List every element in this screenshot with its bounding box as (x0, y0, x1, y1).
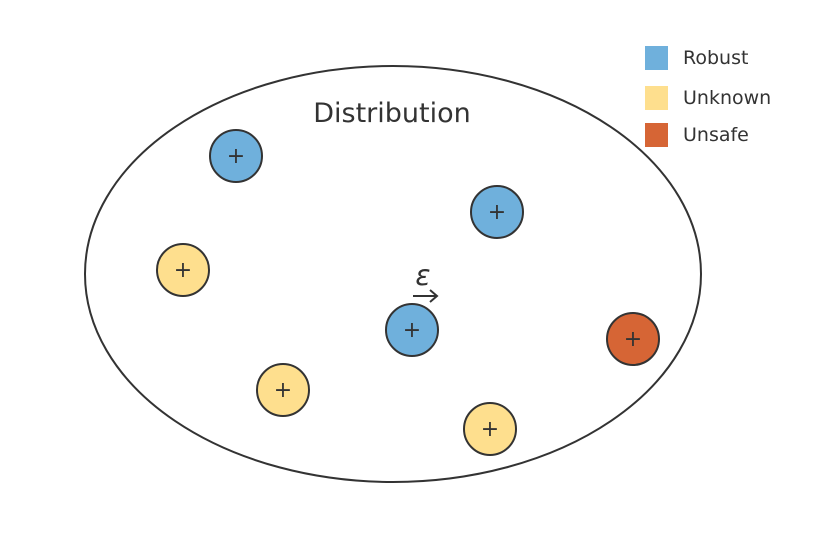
point-robust: + (385, 303, 439, 357)
legend-item-robust: Robust (645, 46, 748, 70)
point-circle (209, 129, 263, 183)
point-circle (470, 185, 524, 239)
arrow-right-icon (413, 289, 439, 303)
plus-icon: + (488, 200, 506, 225)
point-unknown: + (156, 243, 210, 297)
point-unknown: + (463, 402, 517, 456)
plus-icon: + (274, 378, 292, 403)
plus-icon: + (403, 318, 421, 343)
point-unsafe: + (606, 312, 660, 366)
legend-label: Robust (683, 47, 749, 69)
point-circle (156, 243, 210, 297)
point-circle (463, 402, 517, 456)
epsilon-label: ε (415, 259, 430, 292)
point-robust: + (470, 185, 524, 239)
plus-icon: + (227, 144, 245, 169)
legend-label: Unsafe (683, 124, 749, 146)
legend-swatch-unknown (645, 86, 668, 110)
point-unknown: + (256, 363, 310, 417)
legend-item-unsafe: Unsafe (645, 123, 749, 147)
legend-label: Unknown (683, 87, 772, 109)
legend-swatch-robust (645, 46, 668, 70)
point-circle (606, 312, 660, 366)
distribution-title: Distribution (313, 98, 471, 129)
point-robust: + (209, 129, 263, 183)
legend-swatch-unsafe (645, 123, 668, 147)
plus-icon: + (174, 258, 192, 283)
plus-icon: + (481, 417, 499, 442)
point-circle (385, 303, 439, 357)
point-circle (256, 363, 310, 417)
distribution-ellipse (84, 65, 702, 483)
plus-icon: + (624, 327, 642, 352)
legend-item-unknown: Unknown (645, 86, 771, 110)
